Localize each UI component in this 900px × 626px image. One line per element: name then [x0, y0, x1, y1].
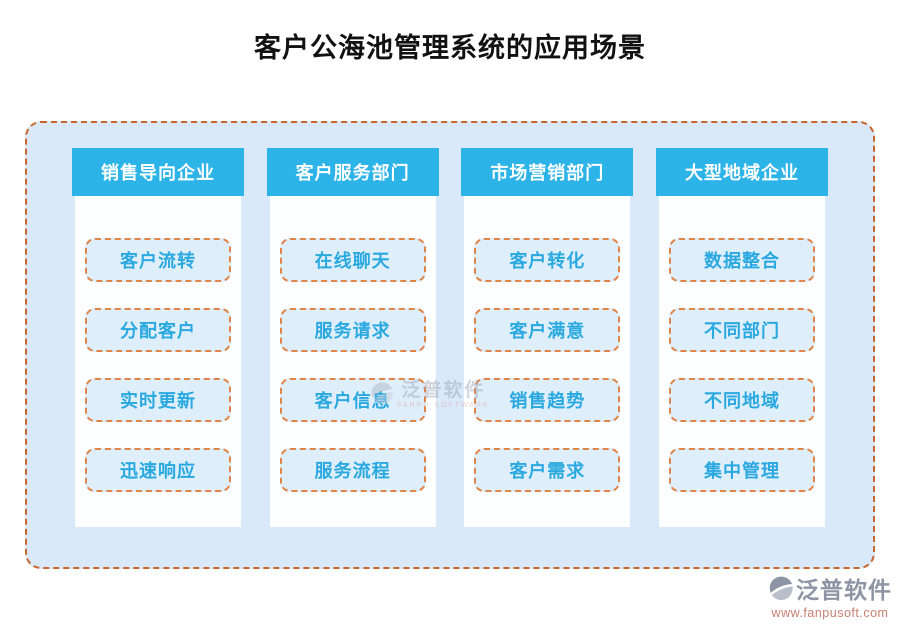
column-marketing-dept: 市场营销部门 客户转化 客户满意 销售趋势 客户需求	[461, 148, 634, 527]
columns-container: 销售导向企业 客户流转 分配客户 实时更新 迅速响应 客户服务部门 在线聊天 服…	[27, 123, 873, 527]
feature-item: 服务流程	[279, 448, 426, 492]
column-header: 客户服务部门	[266, 148, 439, 196]
feature-item: 不同部门	[668, 308, 815, 352]
feature-item: 客户满意	[474, 308, 621, 352]
feature-item: 实时更新	[85, 378, 231, 422]
column-header: 市场营销部门	[461, 148, 634, 196]
column-body: 客户转化 客户满意 销售趋势 客户需求	[464, 196, 631, 527]
column-customer-service-dept: 客户服务部门 在线聊天 服务请求 客户信息 服务流程	[266, 148, 439, 527]
feature-item: 客户信息	[279, 378, 426, 422]
column-body: 数据整合 不同部门 不同地域 集中管理	[658, 196, 825, 527]
feature-item: 客户需求	[474, 448, 621, 492]
column-large-regional-enterprise: 大型地域企业 数据整合 不同部门 不同地域 集中管理	[655, 148, 828, 527]
feature-item: 在线聊天	[279, 238, 426, 282]
feature-item: 分配客户	[85, 308, 231, 352]
column-body: 在线聊天 服务请求 客户信息 服务流程	[269, 196, 436, 527]
column-body: 客户流转 分配客户 实时更新 迅速响应	[75, 196, 241, 527]
feature-item: 迅速响应	[85, 448, 231, 492]
column-sales-oriented-enterprise: 销售导向企业 客户流转 分配客户 实时更新 迅速响应	[72, 148, 244, 527]
feature-item: 服务请求	[279, 308, 426, 352]
column-header: 销售导向企业	[72, 148, 244, 196]
feature-item: 客户流转	[85, 238, 231, 282]
column-header: 大型地域企业	[655, 148, 828, 196]
feature-item: 不同地域	[668, 378, 815, 422]
feature-item: 客户转化	[474, 238, 621, 282]
diagram-board: 销售导向企业 客户流转 分配客户 实时更新 迅速响应 客户服务部门 在线聊天 服…	[25, 121, 875, 569]
fanpu-logo-icon	[768, 575, 794, 605]
feature-item: 销售趋势	[474, 378, 621, 422]
brand-footer: 泛普软件 www.fanpusoft.com	[768, 575, 892, 620]
brand-name: 泛普软件	[796, 576, 892, 603]
brand-url: www.fanpusoft.com	[771, 606, 889, 620]
feature-item: 数据整合	[668, 238, 815, 282]
feature-item: 集中管理	[668, 448, 815, 492]
page-title: 客户公海池管理系统的应用场景	[254, 33, 646, 63]
